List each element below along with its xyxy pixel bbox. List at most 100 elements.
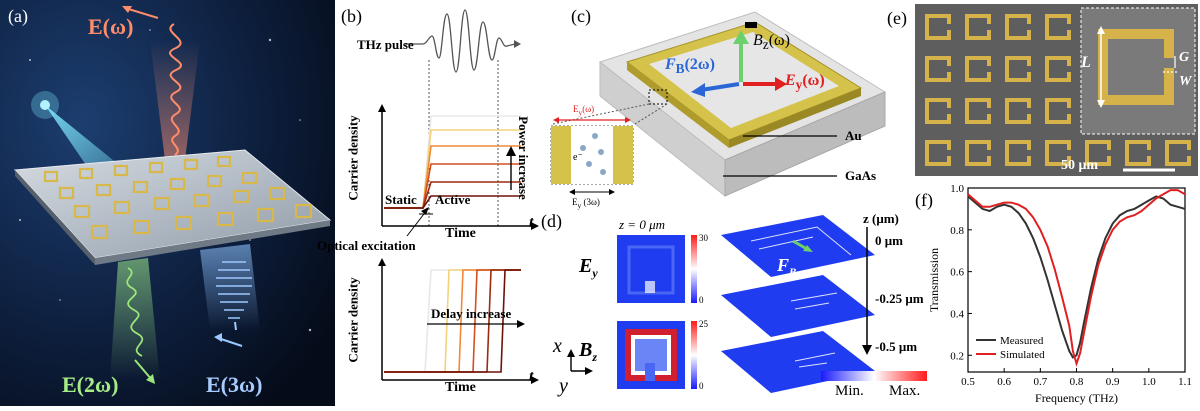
fb-symbol: F <box>665 56 676 73</box>
dimension-W: W <box>1179 74 1192 89</box>
y-tick-label: 0.6 <box>950 267 964 279</box>
ey-scale-max: 30 <box>699 233 708 243</box>
y-axis-label: Transmission <box>927 248 941 312</box>
x-tick-label: 0.7 <box>1033 376 1047 388</box>
colorbar-min: Min. <box>835 383 864 399</box>
e-2omega-label: E(2ω) <box>62 372 119 397</box>
inset-bottom-symbol: E <box>572 197 578 207</box>
thz-pulse-label: THz pulse <box>357 37 414 52</box>
srr-micrograph-array <box>925 14 1191 166</box>
panel-a: (a) E(ω) E(2ω) E(3ω) <box>0 0 335 406</box>
e-omega-label: E(ω) <box>88 14 134 39</box>
z-axis-label: z (μm) <box>863 211 899 226</box>
bz-label: Bz(ω) <box>753 32 790 53</box>
inset-top-symbol: E <box>573 104 579 114</box>
inset-top-arg: (ω) <box>582 104 595 114</box>
delay-increase-label: Delay increase <box>431 306 512 321</box>
x-tick-label: 1.0 <box>1142 376 1156 388</box>
panel-d: (d) z = 0 μm Ey Bz 30 0 25 0 z (μm) 0 μm… <box>541 205 935 406</box>
panel-label: (b) <box>341 6 362 26</box>
inset-ey-omega: Ey(ω) <box>573 104 594 117</box>
bz-map-sub: z <box>592 350 598 364</box>
bz-scale-min: 0 <box>699 381 704 391</box>
inset-bottom-arg: (3ω) <box>581 197 600 207</box>
series-line-simulated <box>967 189 1186 367</box>
axis-y-label: y <box>559 375 568 397</box>
panel-a-illustration <box>0 0 335 406</box>
z-level-2: -0.5 μm <box>875 339 918 354</box>
active-label: Active <box>435 192 471 207</box>
static-label: Static <box>385 192 417 207</box>
time-axis-top: Time <box>445 226 476 241</box>
x-tick-label: 0.8 <box>1070 376 1084 388</box>
z-level-0: 0 μm <box>875 233 903 248</box>
srr-array <box>43 155 313 240</box>
x-tick-label: 0.6 <box>997 376 1011 388</box>
bz-scale-max: 25 <box>699 319 708 329</box>
y-tick-label: 0.2 <box>950 350 964 362</box>
e-3omega-label: E(3ω) <box>206 372 263 397</box>
x-tick-label: 0.5 <box>961 376 975 388</box>
fb-map-sub: B <box>789 266 797 279</box>
dimension-G: G <box>1179 50 1190 65</box>
ey-map-sub: y <box>592 266 598 280</box>
y-tick-label: 0.4 <box>950 308 964 320</box>
panel-b: (b) THz pulse Carrier density Power incr… <box>317 0 545 406</box>
bz-map-symbol: B <box>579 339 593 361</box>
x-tick-label: 0.9 <box>1106 376 1120 388</box>
inset-ey-3omega: Ey (3ω) <box>572 197 600 210</box>
ey-symbol: E <box>785 72 796 89</box>
gaas-label: GaAs <box>845 168 877 183</box>
t-axis-top: t <box>529 214 534 231</box>
panel-label: (c) <box>571 6 591 26</box>
fb-map-label: FB <box>777 255 796 279</box>
legend-label-measured: Measured <box>1000 335 1044 347</box>
bz-sub: z <box>762 37 769 53</box>
transmission-chart: 0.5 0.6 0.7 0.8 0.9 1.0 1.1 0.2 0.4 0.6 0.8 1.0Freq… <box>927 183 1192 405</box>
power-increase-label: Power increase <box>515 116 531 200</box>
z0-label: z = 0 μm <box>619 217 665 232</box>
carrier-density-axis-top: Carrier density <box>345 115 361 201</box>
panel-d-field-maps <box>567 215 927 393</box>
x-tick-label: 1.1 <box>1178 376 1192 388</box>
z-level-1: -0.25 μm <box>875 291 924 306</box>
t-axis-bottom: t <box>529 368 534 385</box>
y-tick-label: 1.0 <box>950 183 964 195</box>
red-wave <box>169 23 182 156</box>
ey-arg: (ω) <box>802 72 825 89</box>
inset-electron: e⁻ <box>573 152 583 163</box>
bz-symbol: B <box>753 32 763 49</box>
colorbar-max: Max. <box>889 383 921 399</box>
panel-b-plots <box>378 9 539 384</box>
green-wave <box>126 267 144 357</box>
panel-c-illustration <box>550 11 887 198</box>
legend-label-simulated: Simulated <box>1000 349 1045 361</box>
panel-label: (f) <box>915 190 933 210</box>
scalebar-label: 50 μm <box>1061 158 1099 173</box>
panel-label: (d) <box>541 211 562 231</box>
fb-sub: B <box>675 61 685 77</box>
fb-arg: (2ω) <box>684 56 715 73</box>
x-axis-label: Frequency (THz) <box>1035 391 1118 405</box>
time-axis-bottom: Time <box>445 380 476 395</box>
fb-label: FB(2ω) <box>665 56 715 77</box>
panel-e-micrograph <box>915 4 1198 176</box>
bz-arg: (ω) <box>768 32 790 49</box>
series-line-measured <box>967 195 1186 359</box>
fb-map-symbol: F <box>777 255 790 275</box>
ey-map-label: Ey <box>579 255 598 281</box>
ey-map-symbol: E <box>579 255 593 277</box>
axis-x-label: x <box>553 335 562 357</box>
inset-bottom-sub: y <box>577 200 582 210</box>
panel-f: (f) 0.5 0.6 0.7 0.8 0.9 1.0 1.1 0.2 0.4 0.6 0.8 1.0… <box>905 180 1200 406</box>
optical-excitation-label: Optical excitation <box>317 238 416 253</box>
blue-wave <box>216 261 252 319</box>
panel-label: (a) <box>8 6 28 26</box>
panel-label: (e) <box>887 8 907 28</box>
panel-e: (e) L G W 50 μm <box>887 0 1200 180</box>
ey-label: Ey(ω) <box>785 72 825 93</box>
y-tick-label: 0.8 <box>950 225 964 237</box>
carrier-density-axis-bottom: Carrier density <box>345 277 361 363</box>
ey-sub: y <box>795 77 803 93</box>
bz-map-label: Bz <box>579 339 597 365</box>
